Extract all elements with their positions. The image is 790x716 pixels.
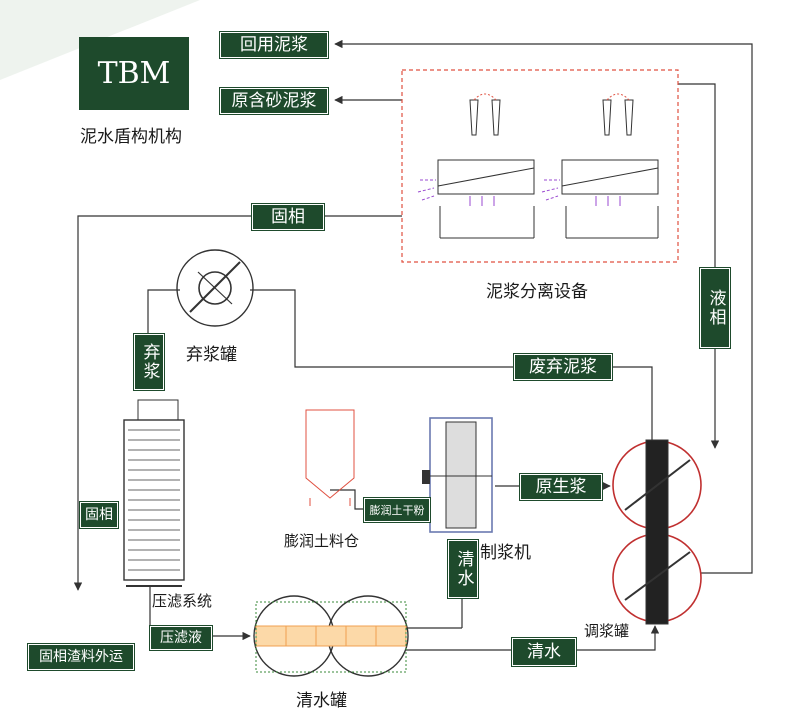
waste-slurry-label: 废弃泥浆 bbox=[514, 354, 612, 380]
bentonite-silo-caption: 膨润土料仓 bbox=[284, 532, 360, 550]
recycled-slurry-label: 回用泥浆 bbox=[220, 32, 328, 58]
filter-press-caption: 压滤系统 bbox=[152, 592, 213, 610]
filter-press-graphic bbox=[123, 399, 185, 587]
raw-sandy-slurry-label: 原含砂泥浆 bbox=[220, 88, 328, 114]
clear-water-tank-graphic bbox=[253, 595, 409, 677]
separation-equipment-caption: 泥浆分离设备 bbox=[486, 282, 588, 302]
solid-phase-top-label: 固相 bbox=[252, 204, 324, 230]
separation-unit-left bbox=[417, 93, 535, 239]
separation-unit-right bbox=[541, 93, 659, 239]
tbm-title: TBM bbox=[97, 56, 171, 91]
mixing-tank-graphic bbox=[612, 439, 702, 625]
separation-equipment-box bbox=[401, 69, 679, 263]
clear-water-bottom-label: 清水 bbox=[512, 638, 576, 666]
bentonite-silo-graphic bbox=[305, 409, 355, 506]
solid-waste-out-label: 固相渣料外运 bbox=[28, 644, 134, 670]
discard-tank-graphic bbox=[176, 249, 254, 327]
discard-slurry-label: 弃浆 bbox=[134, 334, 164, 390]
discard-tank-caption: 弃浆罐 bbox=[186, 345, 237, 365]
slurry-maker-caption: 制浆机 bbox=[480, 543, 531, 563]
tbm-block: TBM bbox=[79, 37, 189, 110]
clear-water-tank-caption: 清水罐 bbox=[296, 691, 347, 711]
bentonite-powder-label: 膨润土干粉 bbox=[364, 498, 430, 522]
tbm-caption: 泥水盾构机构 bbox=[80, 127, 182, 147]
filtrate-label: 压滤液 bbox=[150, 626, 212, 650]
solid-phase-left-label: 固相 bbox=[80, 502, 118, 528]
slurry-maker-graphic bbox=[422, 417, 493, 533]
clear-water-mixer-label: 清水 bbox=[448, 540, 478, 598]
raw-slurry-label: 原生浆 bbox=[520, 474, 602, 500]
mixing-tank-caption: 调浆罐 bbox=[584, 622, 630, 640]
liquid-phase-label: 液相 bbox=[700, 268, 730, 348]
